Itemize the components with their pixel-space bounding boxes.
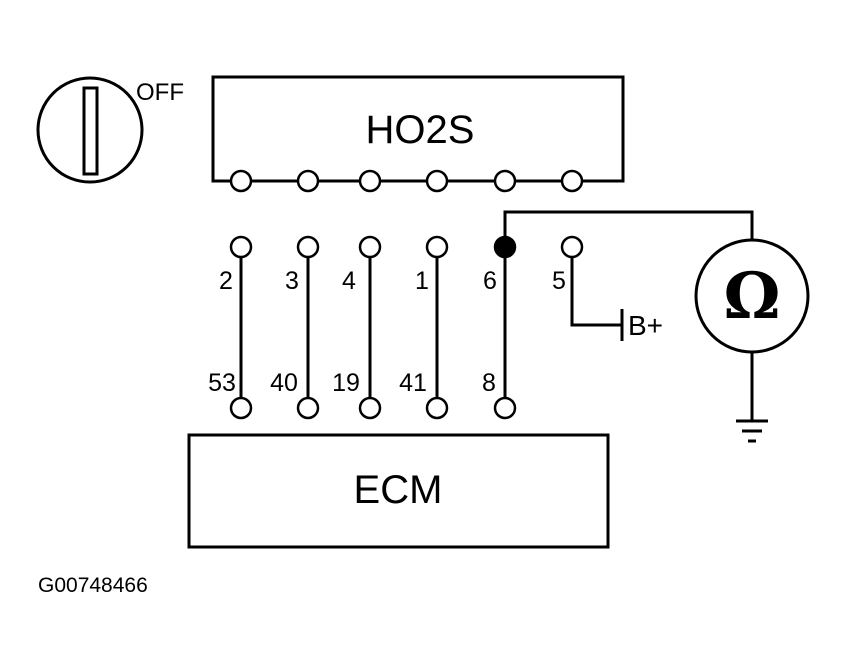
ignition-switch-key: [82, 86, 99, 176]
sensor-pin-label: 2: [219, 267, 233, 295]
ecm-harness-terminal: [358, 396, 382, 420]
ohmmeter: Ω: [503, 210, 810, 443]
ecm-pin-label: 8: [482, 369, 496, 397]
ho2s-terminal: [296, 169, 320, 193]
ho2s-label: HO2S: [366, 108, 475, 152]
ecm-harness-terminal: [296, 396, 320, 420]
ho2s-terminal: [229, 169, 253, 193]
ignition-switch: OFF: [36, 76, 184, 184]
ecm: ECM: [187, 433, 610, 549]
harness-terminal: [296, 235, 320, 259]
ho2s-terminal: [493, 169, 517, 193]
figure-code: G00748466: [38, 574, 148, 597]
ho2s-box: [211, 75, 625, 183]
ecm-label: ECM: [354, 468, 443, 512]
ho2s-terminal: [425, 169, 449, 193]
harness-terminal: [560, 235, 584, 259]
ecm-pin-label: 53: [208, 369, 236, 397]
ecm-pin-label: 19: [332, 369, 360, 397]
ignition-off-label: OFF: [136, 79, 184, 106]
harness-terminal: [425, 235, 449, 259]
ho2s-terminal: [358, 169, 382, 193]
battery-wire: [570, 257, 622, 327]
harness-terminal: [229, 235, 253, 259]
battery-connection: B+: [570, 257, 663, 341]
sensor-harness-connector: [229, 235, 584, 259]
ecm-harness-terminal: [493, 396, 517, 420]
ecm-harness-terminal: [425, 396, 449, 420]
ignition-switch-dial: [36, 76, 144, 184]
sensor-pin-label: 5: [552, 267, 566, 295]
ecm-box: [187, 433, 610, 549]
ho2s-terminal: [560, 169, 584, 193]
sensor-pin-label: 3: [285, 267, 299, 295]
sensor-pin-label: 1: [415, 267, 429, 295]
ecm-harness-terminal: [229, 396, 253, 420]
ecm-pin-label: 40: [270, 369, 298, 397]
battery-label: B+: [628, 310, 663, 341]
ecm-pin-label: 41: [399, 369, 427, 397]
ecm-harness-connector: [229, 396, 517, 420]
harness-terminal: [358, 235, 382, 259]
harness-wires: [239, 257, 507, 399]
sensor-pin-label: 4: [342, 267, 356, 295]
sensor-pin-label: 6: [483, 267, 497, 295]
meter-probe-lead: [503, 210, 754, 247]
ohm-symbol: Ω: [724, 259, 781, 334]
ho2s-sensor: HO2S: [211, 75, 625, 193]
